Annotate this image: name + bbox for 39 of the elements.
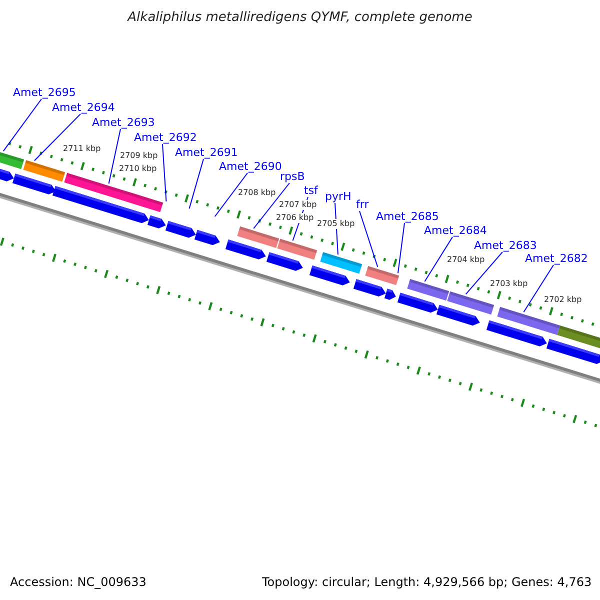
- leader-line: [465, 252, 503, 295]
- position-label: 2709 kbp: [120, 151, 158, 161]
- position-label: 2702 kbp: [544, 295, 582, 305]
- leader-line: [34, 114, 81, 162]
- leader-line: [108, 128, 121, 184]
- gene-label: Amet_2685: [376, 210, 439, 223]
- leader-line: [188, 158, 204, 210]
- position-label: 2711 kbp: [63, 144, 101, 154]
- leader-line: [253, 182, 290, 229]
- gene-label: Amet_2682: [525, 252, 588, 265]
- position-label: 2708 kbp: [238, 188, 276, 198]
- gene-label: pyrH: [325, 190, 352, 203]
- footer-text: Topology: circular; Length: 4,929,566 bp; Genes: 4,763: [262, 575, 592, 589]
- gene-label: rpsB: [280, 170, 305, 183]
- gene-label: Amet_2694: [52, 101, 115, 114]
- leader-line: [359, 210, 378, 268]
- position-label: 2710 kbp: [119, 164, 157, 174]
- position-label: 2705 kbp: [317, 219, 355, 229]
- diagram-title: Alkaliphilus metalliredigens QYMF, complete genome: [126, 10, 474, 26]
- gene-label: Amet_2690: [219, 160, 282, 173]
- leader-line: [523, 264, 554, 313]
- leader-line: [2, 98, 42, 152]
- leader-line: [162, 144, 167, 202]
- position-label: 2703 kbp: [490, 279, 528, 289]
- footer-text: Accession: NC_009633: [10, 575, 146, 589]
- leader-line: [397, 222, 405, 274]
- gene-label: Amet_2692: [134, 131, 197, 144]
- gene-label: Amet_2695: [13, 86, 76, 99]
- leader-line: [424, 236, 453, 282]
- leader-line: [214, 172, 248, 217]
- gene-label: Amet_2693: [92, 116, 155, 129]
- position-label: 2704 kbp: [447, 255, 485, 265]
- gene-label: Amet_2684: [424, 224, 487, 237]
- gene-label: Amet_2683: [474, 239, 537, 252]
- gene-label: tsf: [304, 184, 318, 197]
- position-label: 2707 kbp: [279, 200, 317, 210]
- gene-label: frr: [356, 198, 369, 211]
- gene-label: Amet_2691: [175, 146, 238, 159]
- position-label: 2706 kbp: [276, 213, 314, 223]
